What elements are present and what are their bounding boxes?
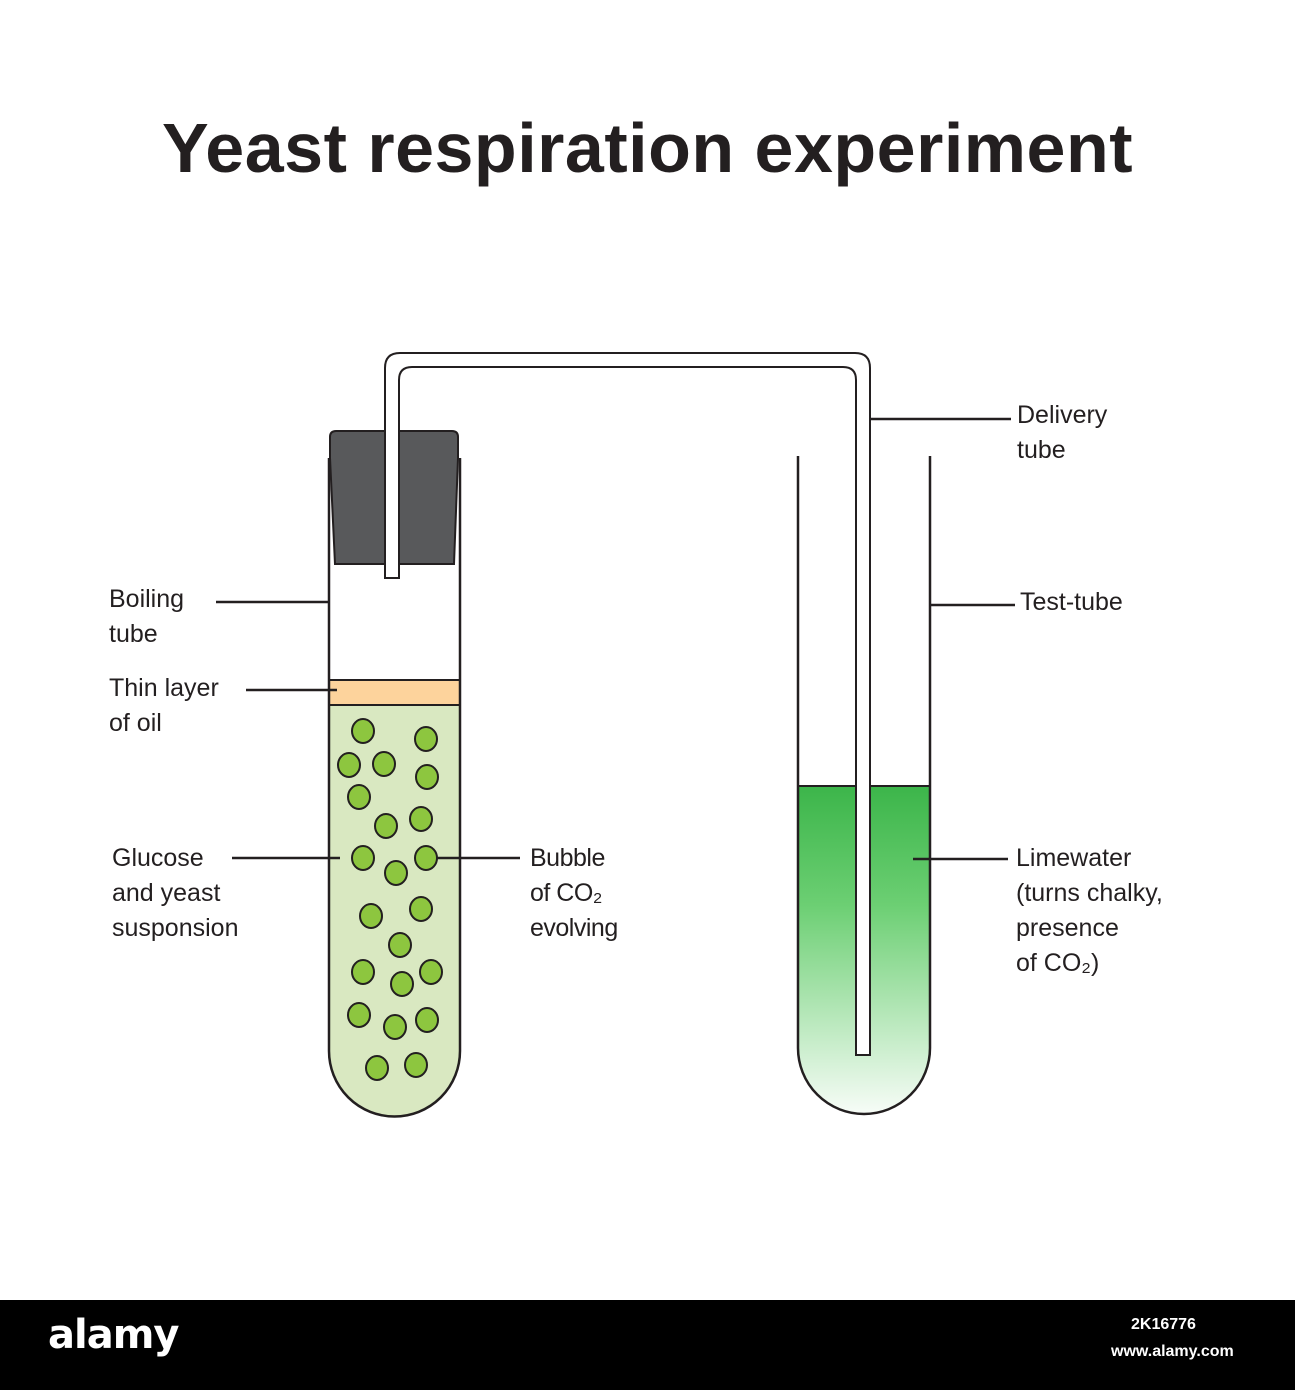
bubble	[359, 903, 383, 929]
leader-lines	[216, 417, 1015, 861]
bubble	[351, 718, 375, 744]
bubble	[372, 751, 396, 777]
bubble	[347, 784, 371, 810]
oil-layer	[328, 679, 461, 706]
test-tube-outline	[796, 456, 932, 1116]
bubble	[414, 726, 438, 752]
footer-url: www.alamy.com	[1111, 1343, 1234, 1360]
page-title: Yeast respiration experiment	[161, 109, 1134, 187]
bubble	[351, 845, 375, 871]
bubble	[383, 1014, 407, 1040]
bubble	[374, 813, 398, 839]
label-boiling-tube: Boiling tube	[109, 585, 185, 648]
bubble	[337, 752, 361, 778]
bubble	[365, 1055, 389, 1081]
alamy-logo: alamy	[48, 1312, 179, 1358]
label-bubble: Bubble of CO₂ evolving	[530, 844, 618, 942]
image-id: 2K16776	[1131, 1316, 1196, 1333]
bubble	[415, 764, 439, 790]
bubble	[415, 1007, 439, 1033]
label-limewater: Limewater (turns chalky, presence of CO₂…	[1016, 844, 1163, 977]
bubble	[347, 1002, 371, 1028]
bubble	[409, 806, 433, 832]
label-delivery-tube: Delivery tube	[1017, 401, 1108, 464]
label-test-tube: Test-tube	[1020, 588, 1123, 616]
bubble	[384, 860, 408, 886]
bubble	[388, 932, 412, 958]
apparatus-diagram	[216, 352, 1015, 1118]
bubble	[414, 845, 438, 871]
bubble	[390, 971, 414, 997]
bubble	[409, 896, 433, 922]
bubble	[419, 959, 443, 985]
delivery-tube	[384, 352, 871, 1056]
bubble	[351, 959, 375, 985]
co2-bubbles	[337, 718, 443, 1081]
bubble	[404, 1052, 428, 1078]
boiling-tube-outline	[327, 458, 462, 1118]
label-oil-layer: Thin layer of oil	[109, 674, 219, 737]
label-glucose-yeast: Glucose and yeast susponsion	[112, 844, 239, 942]
footer-bar	[0, 1300, 1295, 1390]
